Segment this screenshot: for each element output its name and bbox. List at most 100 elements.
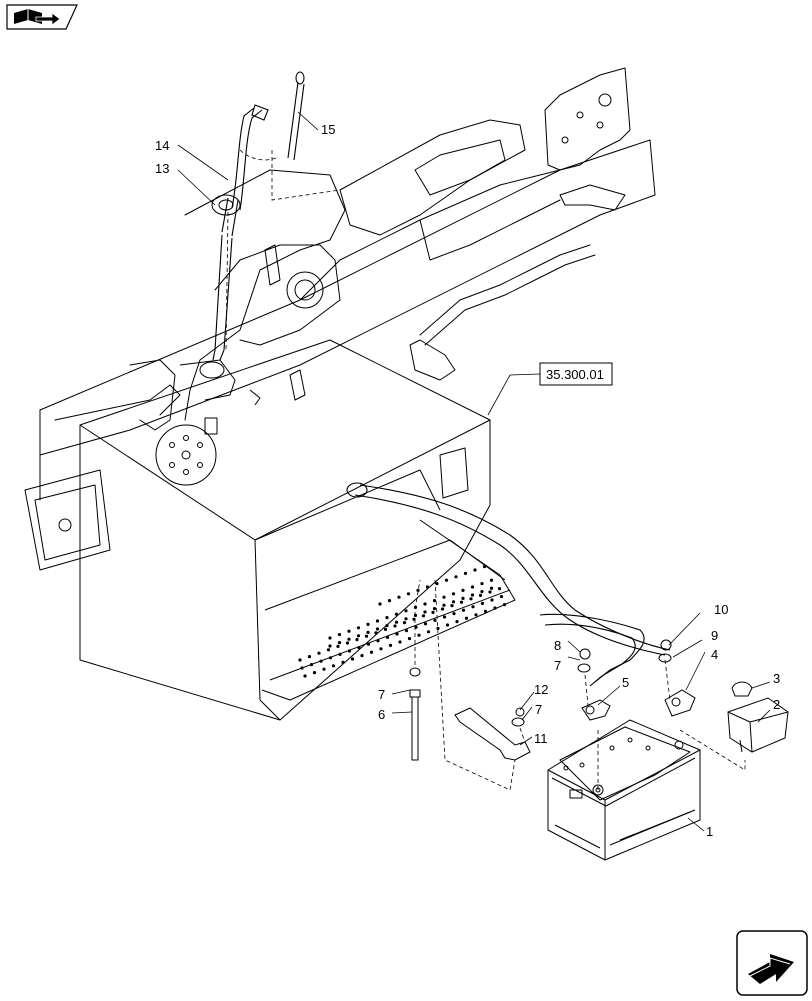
perforation-hole bbox=[357, 646, 361, 650]
battery-tray bbox=[79, 339, 516, 721]
perforation-hole bbox=[347, 637, 351, 641]
perforation-hole bbox=[450, 604, 454, 608]
perforation-hole bbox=[307, 655, 312, 659]
perforation-hole bbox=[309, 663, 314, 667]
callout-3: 3 bbox=[773, 671, 780, 686]
previous-page-button[interactable] bbox=[6, 4, 78, 30]
perforation-hole bbox=[474, 613, 478, 617]
perforation-hole bbox=[461, 588, 465, 593]
perforation-hole bbox=[461, 596, 465, 601]
perforation-hole bbox=[454, 575, 458, 579]
perforation-hole bbox=[488, 590, 492, 594]
perforation-hole bbox=[421, 614, 426, 618]
perforation-hole bbox=[407, 637, 412, 641]
perforation-hole bbox=[394, 620, 399, 624]
perforation-hole bbox=[423, 602, 427, 606]
perforation-hole bbox=[470, 593, 475, 597]
callout-labels: 1 2 3 4 5 6 7 7 7 8 9 10 11 12 13 14 15 bbox=[155, 122, 780, 839]
perforation-hole bbox=[319, 659, 323, 663]
perforation-hole bbox=[426, 630, 431, 634]
perforation-hole bbox=[435, 582, 439, 586]
perforation-hole bbox=[388, 643, 393, 648]
perforation-hole bbox=[337, 633, 342, 637]
book-back-arrow-icon bbox=[6, 4, 78, 30]
perforation-hole bbox=[455, 620, 459, 624]
callout-14: 14 bbox=[155, 138, 169, 153]
perforation-hole bbox=[375, 627, 380, 631]
perforation-hole bbox=[461, 608, 466, 612]
perforation-hole bbox=[469, 597, 473, 601]
perforation-hole bbox=[402, 621, 407, 625]
perforation-hole bbox=[432, 599, 437, 603]
perforation-hole bbox=[442, 603, 446, 607]
perforation-hole bbox=[366, 622, 370, 627]
perforation-hole bbox=[502, 603, 507, 607]
perforation-hole bbox=[451, 592, 456, 596]
perforation-hole bbox=[366, 642, 371, 646]
perforation-hole bbox=[404, 617, 408, 621]
perforation-hole bbox=[356, 626, 361, 630]
perforation-hole bbox=[356, 634, 361, 638]
perforation-hole bbox=[398, 640, 402, 644]
grommet-part-13 bbox=[211, 194, 241, 216]
callout-7-bolt: 7 bbox=[378, 687, 385, 702]
perforation-hole bbox=[497, 587, 502, 591]
perforation-hole bbox=[444, 578, 449, 582]
perforation-hole bbox=[364, 634, 369, 638]
perforation-hole bbox=[385, 616, 389, 620]
perforation-hole bbox=[445, 623, 450, 627]
perforation-hole bbox=[480, 582, 484, 586]
perforation-hole bbox=[328, 636, 332, 640]
perforation-hole bbox=[416, 588, 420, 593]
perforation-hole bbox=[347, 629, 351, 633]
perforation-hole bbox=[489, 578, 494, 582]
callout-5: 5 bbox=[622, 675, 629, 690]
perforation-hole bbox=[393, 624, 397, 628]
perforation-hole bbox=[473, 568, 477, 572]
perforation-hole bbox=[385, 635, 390, 640]
perforation-hole bbox=[440, 607, 445, 611]
callout-11: 11 bbox=[534, 731, 548, 746]
next-page-button[interactable] bbox=[736, 930, 808, 996]
perforation-hole bbox=[338, 652, 342, 657]
perforation-hole bbox=[350, 657, 355, 661]
perforation-hole bbox=[312, 671, 317, 675]
perforation-hole bbox=[459, 600, 464, 604]
perforation-hole bbox=[374, 631, 378, 635]
perforation-hole bbox=[442, 615, 447, 619]
callout-12: 12 bbox=[534, 682, 548, 697]
perforation-hole bbox=[328, 656, 333, 660]
perforation-hole bbox=[345, 641, 350, 645]
perforation-hole bbox=[300, 666, 304, 670]
perforation-hole bbox=[470, 585, 475, 589]
perforation-hole bbox=[341, 660, 345, 665]
battery-part-1 bbox=[547, 719, 701, 861]
perforation-hole bbox=[298, 658, 302, 662]
perforation-hole bbox=[303, 674, 307, 678]
callout-7-nut8: 7 bbox=[554, 658, 561, 673]
perforation-hole bbox=[482, 565, 487, 569]
perforation-hole bbox=[471, 605, 475, 609]
perforation-hole bbox=[417, 633, 421, 637]
perforation-hole bbox=[404, 629, 409, 633]
perforation-hole bbox=[431, 610, 435, 615]
perforation-hole bbox=[442, 595, 446, 599]
perforation-hole bbox=[355, 638, 359, 642]
perforation-hole bbox=[478, 593, 483, 598]
perforation-hole bbox=[397, 595, 401, 599]
reference-box[interactable]: 35.300.01 bbox=[539, 362, 613, 386]
perforation-hole bbox=[326, 648, 331, 652]
perforation-hole bbox=[394, 612, 399, 616]
callout-1: 1 bbox=[706, 824, 713, 839]
perforation-hole bbox=[464, 616, 469, 620]
callout-13: 13 bbox=[155, 161, 169, 176]
perforation-hole bbox=[452, 612, 456, 616]
leader-lines bbox=[177, 111, 771, 832]
callout-7-nut12: 7 bbox=[535, 702, 542, 717]
perforation-hole bbox=[433, 618, 437, 623]
perforation-hole bbox=[376, 639, 380, 643]
perforation-hole bbox=[336, 644, 340, 649]
perforation-hole bbox=[423, 610, 427, 614]
callout-2: 2 bbox=[773, 697, 780, 712]
